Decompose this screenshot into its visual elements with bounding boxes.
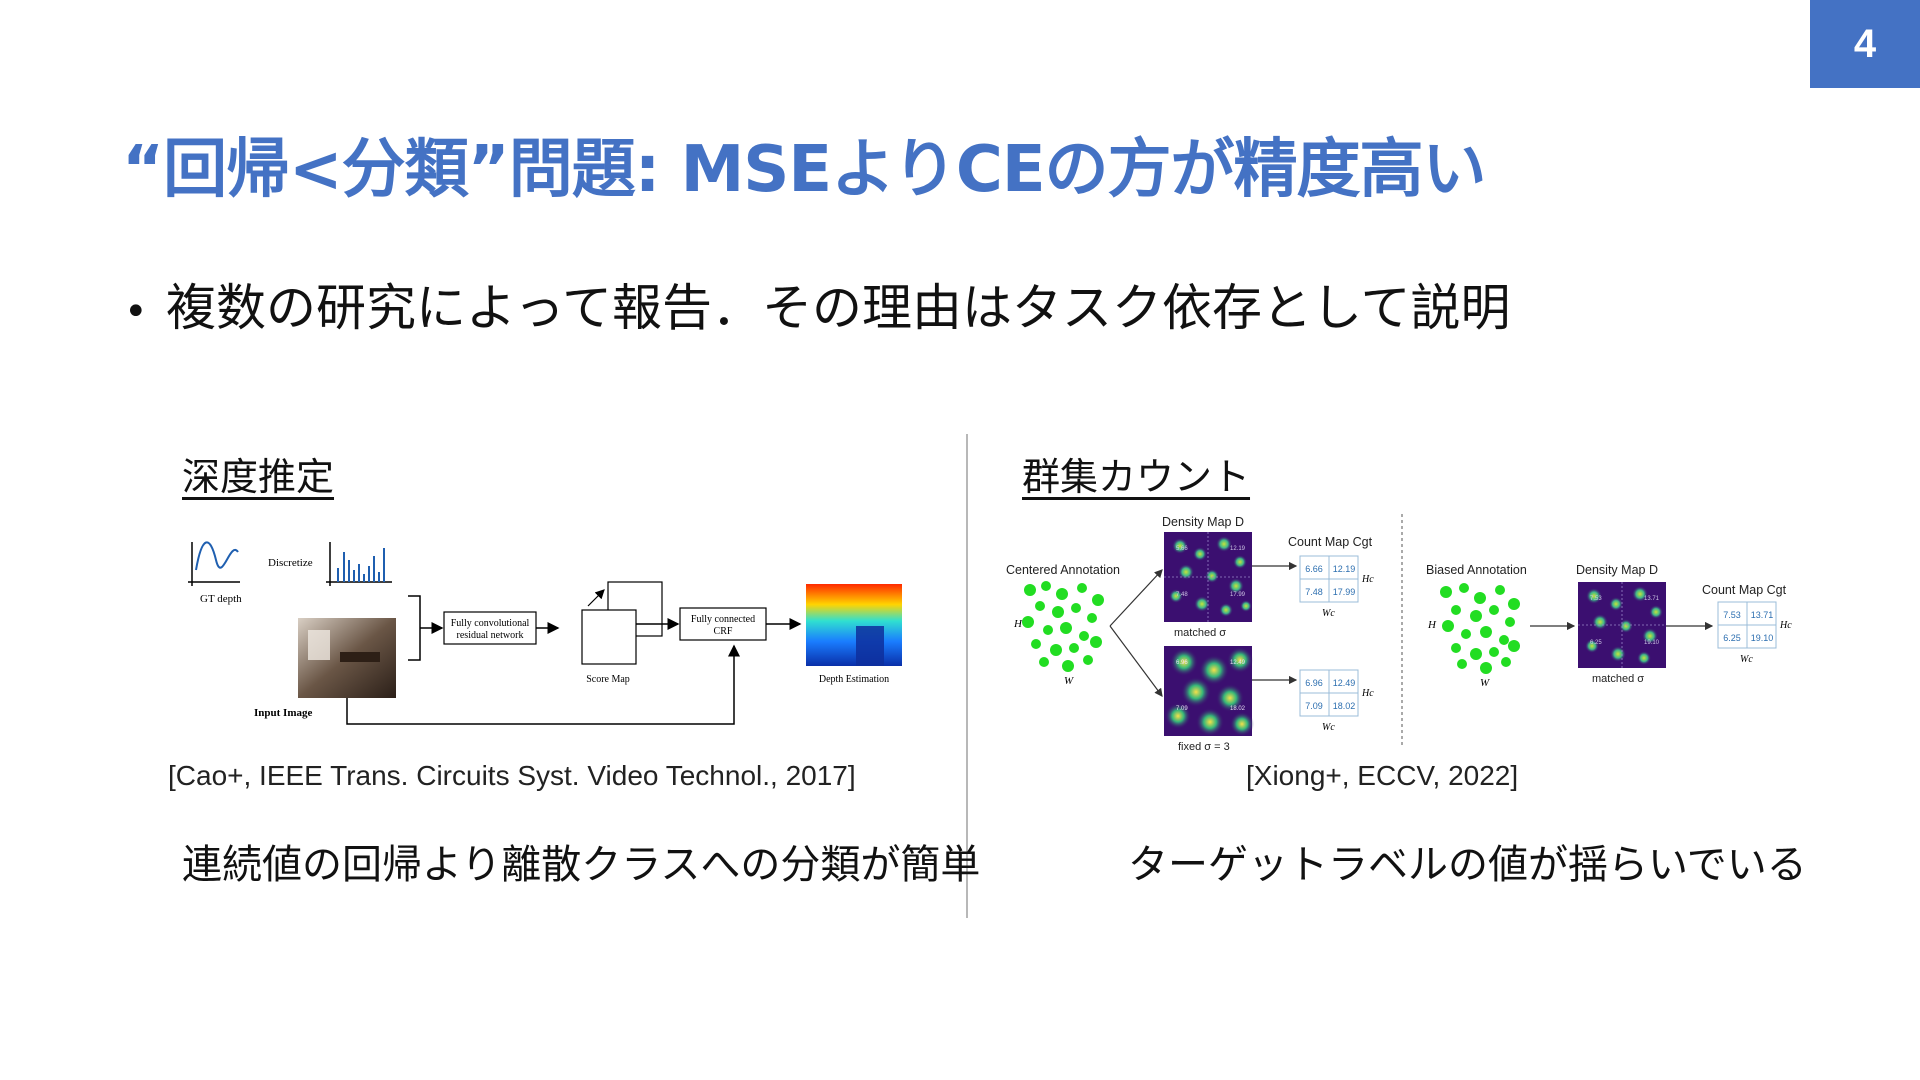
- count-map-label-top: Count Map Cgt: [1288, 535, 1373, 549]
- density-blobs-fixed: [1165, 647, 1254, 736]
- dm-c-3: 19.10: [1644, 640, 1660, 646]
- left-caption: 連続値の回帰より離散クラスへの分類が簡単: [182, 842, 981, 888]
- depth-estimation-figure: GT depth Discretize Input Image Fully co…: [180, 530, 920, 730]
- page-number: 4: [1810, 0, 1920, 88]
- density-map-label-biased: Density Map D: [1576, 563, 1658, 577]
- biased-annotation-points: [1440, 583, 1520, 674]
- count-map-label-biased: Count Map Cgt: [1702, 583, 1787, 597]
- wc-label-top: Wc: [1322, 608, 1335, 619]
- h-label-centered: H: [1013, 618, 1023, 630]
- density-blobs-biased: [1578, 582, 1666, 668]
- count-map-top: [1299, 555, 1359, 603]
- fixed-sigma-label: fixed σ = 3: [1178, 741, 1230, 753]
- fcn-label-1: Fully convolutional: [451, 618, 530, 629]
- dm-b-3: 18.02: [1230, 706, 1246, 712]
- discretized-histogram: [326, 542, 392, 586]
- dm-a-1: 12.19: [1230, 546, 1246, 552]
- crowd-counting-figure: Centered Annotation H W Density Map D 5.…: [1000, 510, 1810, 760]
- dm-b-0: 6.96: [1176, 660, 1188, 666]
- count-a-2: 7.48: [1305, 587, 1323, 597]
- left-citation: [Cao+, IEEE Trans. Circuits Syst. Video …: [168, 760, 856, 791]
- count-map-bottom: [1299, 669, 1359, 717]
- count-map-biased: [1717, 601, 1777, 649]
- gt-depth-plot: [188, 541, 240, 586]
- centered-annotation-label: Centered Annotation: [1006, 563, 1120, 577]
- w-label-biased: W: [1480, 677, 1490, 689]
- dm-a-2: 7.48: [1176, 592, 1188, 598]
- dm-a-0: 5.66: [1176, 546, 1188, 552]
- column-divider: [966, 434, 968, 918]
- crf-label-1: Fully connected: [691, 614, 755, 625]
- depth-estimation-label: Depth Estimation: [819, 674, 889, 685]
- left-section-heading: 深度推定: [182, 455, 335, 499]
- count-a-1: 12.19: [1333, 564, 1356, 574]
- dm-b-2: 7.09: [1176, 706, 1188, 712]
- right-section-heading: 群集カウント: [1022, 455, 1251, 499]
- right-caption: ターゲットラベルの値が揺らいでいる: [1128, 842, 1807, 888]
- wc-label-bottom: Wc: [1322, 722, 1335, 733]
- hc-label-top: Hc: [1361, 574, 1374, 585]
- dm-c-0: 7.53: [1590, 596, 1602, 602]
- count-b-1: 12.49: [1333, 678, 1356, 688]
- discretize-label: Discretize: [268, 557, 313, 569]
- hc-label-biased: Hc: [1779, 620, 1792, 631]
- matched-label-biased: matched σ: [1592, 673, 1644, 685]
- centered-annotation-points: [1022, 581, 1104, 672]
- count-c-2: 6.25: [1723, 633, 1741, 643]
- gt-depth-label: GT depth: [200, 593, 242, 605]
- count-b-2: 7.09: [1305, 701, 1323, 711]
- density-map-label-top: Density Map D: [1162, 515, 1244, 529]
- score-map-label: Score Map: [586, 674, 630, 685]
- count-c-0: 7.53: [1723, 610, 1741, 620]
- crf-label-2: CRF: [714, 626, 733, 637]
- right-citation: [Xiong+, ECCV, 2022]: [1246, 760, 1519, 791]
- wc-label-biased: Wc: [1740, 654, 1753, 665]
- count-b-0: 6.96: [1305, 678, 1323, 688]
- count-b-3: 18.02: [1333, 701, 1356, 711]
- count-c-1: 13.71: [1751, 610, 1774, 620]
- bullet-item: • 複数の研究によって報告．その理由はタスク依存として説明: [124, 268, 1511, 340]
- bullet-text: 複数の研究によって報告．その理由はタスク依存として説明: [166, 279, 1511, 337]
- fcn-label-2: residual network: [457, 630, 524, 641]
- density-blobs-matched: [1164, 532, 1252, 622]
- score-map-front: [581, 609, 637, 665]
- dm-c-2: 6.25: [1590, 640, 1602, 646]
- dm-a-3: 17.99: [1230, 592, 1246, 598]
- bullet-dot: •: [124, 288, 148, 335]
- depth-estimation-image: [806, 584, 902, 666]
- count-a-0: 6.66: [1305, 564, 1323, 574]
- dm-b-1: 12.49: [1230, 660, 1246, 666]
- count-c-3: 19.10: [1751, 633, 1774, 643]
- h-label-biased: H: [1427, 619, 1437, 631]
- slide-title: “回帰<分類”問題: MSEよりCEの方が精度高い: [122, 133, 1487, 207]
- biased-annotation-label: Biased Annotation: [1426, 563, 1527, 577]
- w-label-centered: W: [1064, 675, 1074, 687]
- hc-label-bottom: Hc: [1361, 688, 1374, 699]
- matched-label-top: matched σ: [1174, 627, 1226, 639]
- dm-c-1: 13.71: [1644, 596, 1660, 602]
- count-a-3: 17.99: [1333, 587, 1356, 597]
- input-image-label: Input Image: [254, 707, 312, 719]
